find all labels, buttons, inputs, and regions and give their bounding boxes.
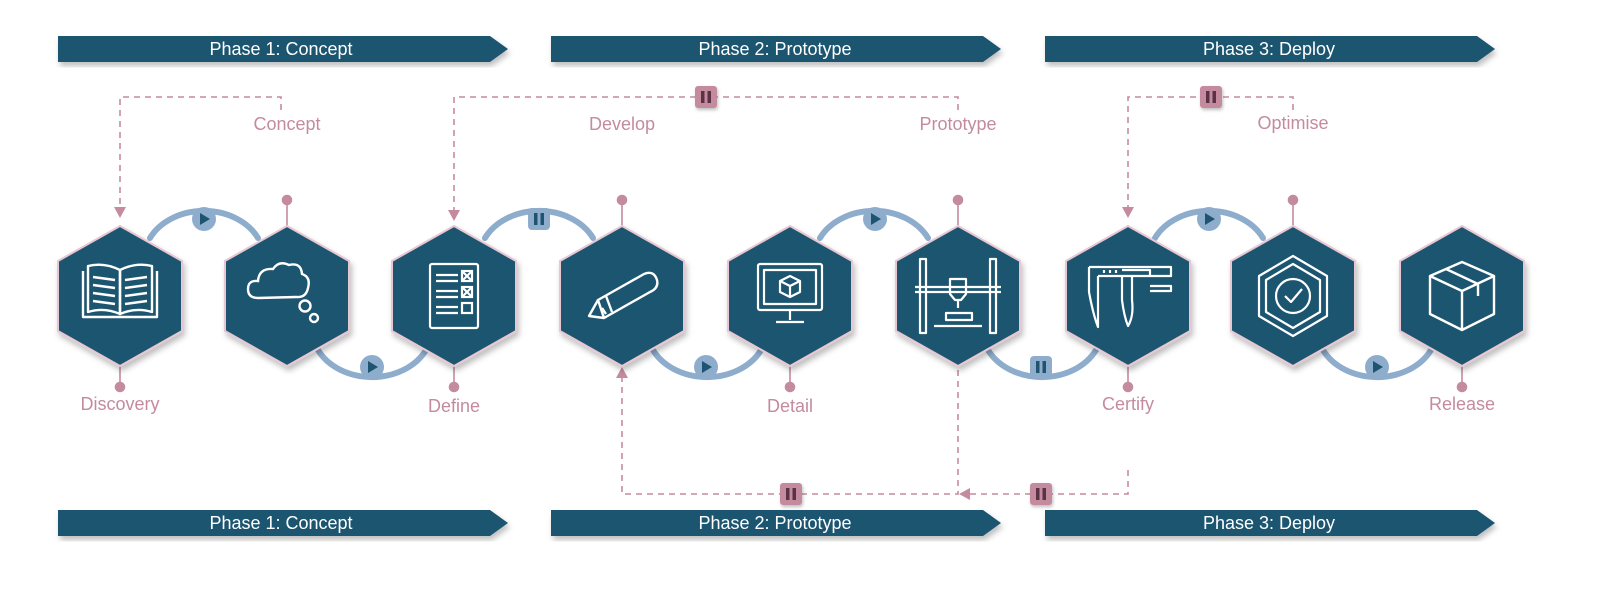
loop-concept-line bbox=[119, 96, 282, 207]
caliper-icon bbox=[1087, 265, 1173, 329]
step-hexagons bbox=[57, 224, 1525, 368]
step-node-certify bbox=[1065, 224, 1191, 368]
step-label: Release bbox=[1429, 394, 1495, 414]
step-label: Certify bbox=[1102, 394, 1154, 414]
loop-label: Concept bbox=[253, 114, 320, 134]
hexagon-shape bbox=[224, 224, 350, 368]
step-node-optimise bbox=[1230, 224, 1356, 368]
step-node-release bbox=[1399, 224, 1525, 368]
hexagon-shape bbox=[1065, 224, 1191, 368]
phase-banner-shape bbox=[551, 510, 1001, 536]
arrow-up-icon bbox=[616, 367, 628, 378]
arrow-down-icon bbox=[448, 210, 460, 221]
pencil-icon bbox=[587, 271, 659, 320]
phase-banner-shape bbox=[551, 36, 1001, 62]
hexagon-shape bbox=[1230, 224, 1356, 368]
step-node-discovery bbox=[57, 224, 183, 368]
play-icon bbox=[192, 207, 216, 231]
thought-bubble-icon bbox=[246, 262, 320, 324]
3d-printer-icon bbox=[915, 257, 1001, 335]
book-icon bbox=[81, 263, 159, 319]
pause-icon bbox=[1030, 483, 1052, 505]
step-node-sketch bbox=[559, 224, 685, 368]
pause-icon bbox=[1030, 356, 1052, 378]
play-icon bbox=[1197, 207, 1221, 231]
arrow-down-icon bbox=[1122, 207, 1134, 218]
pause-icon bbox=[1200, 86, 1222, 108]
certified-hexagon-icon bbox=[1257, 254, 1329, 338]
phase-banner-shape bbox=[1045, 36, 1495, 62]
play-icon bbox=[360, 355, 384, 379]
phase-banner-label: Phase 1: Concept bbox=[209, 39, 352, 59]
step-labels: Discovery Define Detail Certify Release bbox=[80, 394, 1495, 416]
loop-certify-return-line bbox=[970, 470, 1129, 495]
pause-icon bbox=[528, 208, 550, 230]
step-node-prototype bbox=[895, 224, 1021, 368]
step-node-detail bbox=[727, 224, 853, 368]
step-node-ideation bbox=[224, 224, 350, 368]
step-label: Detail bbox=[767, 396, 813, 416]
play-icon bbox=[863, 207, 887, 231]
loop-label: Optimise bbox=[1257, 113, 1328, 133]
hexagon-shape bbox=[895, 224, 1021, 368]
hexagon-shape bbox=[559, 224, 685, 368]
loop-label: Prototype bbox=[919, 114, 996, 134]
phase-banner-shape bbox=[58, 510, 508, 536]
play-icon bbox=[1365, 355, 1389, 379]
phase-banners-top: Phase 1: Concept Phase 2: Prototype Phas… bbox=[58, 36, 1495, 62]
phase-banners-bottom: Phase 1: Concept Phase 2: Prototype Phas… bbox=[58, 510, 1495, 536]
step-node-define bbox=[391, 224, 517, 368]
connector-badges bbox=[192, 207, 1389, 379]
checklist-icon bbox=[428, 262, 480, 330]
loop-pause-markers bbox=[695, 86, 1222, 505]
loop-arrowheads bbox=[114, 207, 1134, 500]
arrow-left-icon bbox=[959, 488, 970, 500]
phase-banner-label: Phase 3: Deploy bbox=[1203, 513, 1335, 533]
phase-banner-shape bbox=[58, 36, 508, 62]
arrow-down-icon bbox=[114, 207, 126, 218]
loop-optimise-line bbox=[1127, 96, 1294, 207]
play-icon bbox=[694, 355, 718, 379]
phase-banner-label: Phase 3: Deploy bbox=[1203, 39, 1335, 59]
step-label: Discovery bbox=[80, 394, 159, 414]
phase-banner-label: Phase 1: Concept bbox=[209, 513, 352, 533]
pause-icon bbox=[695, 86, 717, 108]
step-label: Define bbox=[428, 396, 480, 416]
loop-labels: Concept Develop Prototype Optimise bbox=[253, 113, 1328, 134]
phase-banner-label: Phase 2: Prototype bbox=[698, 39, 851, 59]
package-box-icon bbox=[1428, 260, 1496, 332]
phase-banner-shape bbox=[1045, 510, 1495, 536]
phase-banner-label: Phase 2: Prototype bbox=[698, 513, 851, 533]
monitor-cube-icon bbox=[756, 262, 824, 324]
loop-label: Develop bbox=[589, 114, 655, 134]
pause-icon bbox=[780, 483, 802, 505]
loop-develop-line bbox=[453, 96, 959, 210]
